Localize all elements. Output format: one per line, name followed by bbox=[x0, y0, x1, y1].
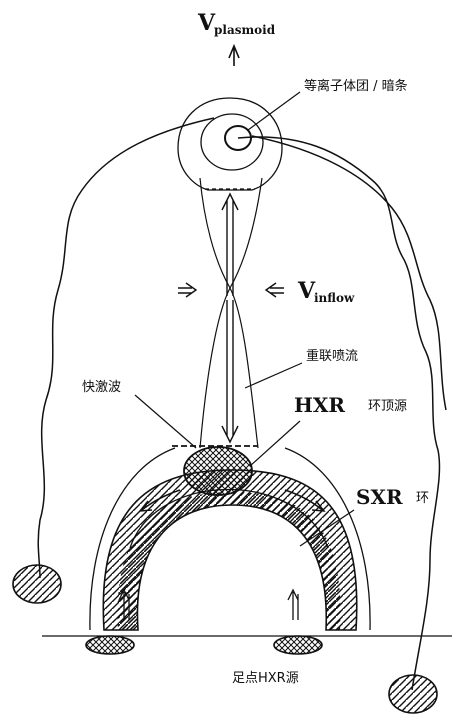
loop-leg-arrows bbox=[119, 590, 298, 620]
dark-strip-foot-right bbox=[389, 675, 437, 713]
dark-strip-foot-left bbox=[13, 565, 61, 603]
jet-arrows bbox=[222, 194, 238, 442]
arrow-up-icon bbox=[222, 194, 238, 296]
loop-label: 环 bbox=[416, 491, 429, 506]
loop-top-source-label: 环顶源 bbox=[368, 399, 407, 414]
plasmoid-dark-strip-label: 等离子体团 / 暗条 bbox=[304, 78, 408, 94]
arrow-up-icon bbox=[229, 46, 239, 66]
plasmoid-middle-contour bbox=[201, 114, 263, 170]
separatrix-lines bbox=[200, 178, 262, 448]
arrow-left-icon bbox=[266, 283, 284, 297]
reconnection-jet-label: 重联喷流 bbox=[306, 348, 358, 364]
arrow-up-icon bbox=[288, 590, 298, 620]
sxr-label: SXR bbox=[356, 485, 403, 509]
arrow-down-icon bbox=[222, 300, 238, 442]
hxr-loop-top-source bbox=[184, 447, 252, 495]
hxr-label: HXR bbox=[294, 393, 345, 417]
plasmoid-outer-contour bbox=[178, 98, 282, 190]
footpoint-source-left bbox=[86, 636, 134, 654]
footpoint-hxr-source-label: 足点HXR源 bbox=[232, 671, 299, 686]
plasmoid-subscript: plasmoid bbox=[214, 23, 276, 37]
arrow-right-icon bbox=[178, 283, 196, 297]
fast-shock-label: 快激波 bbox=[82, 380, 121, 395]
plasmoid bbox=[178, 98, 282, 190]
inflow-subscript: inflow bbox=[314, 291, 355, 305]
footpoint-source-right bbox=[274, 636, 322, 654]
plasmoid-velocity-label: V plasmoid bbox=[197, 10, 276, 37]
inflow-velocity-label: V inflow bbox=[297, 278, 355, 305]
